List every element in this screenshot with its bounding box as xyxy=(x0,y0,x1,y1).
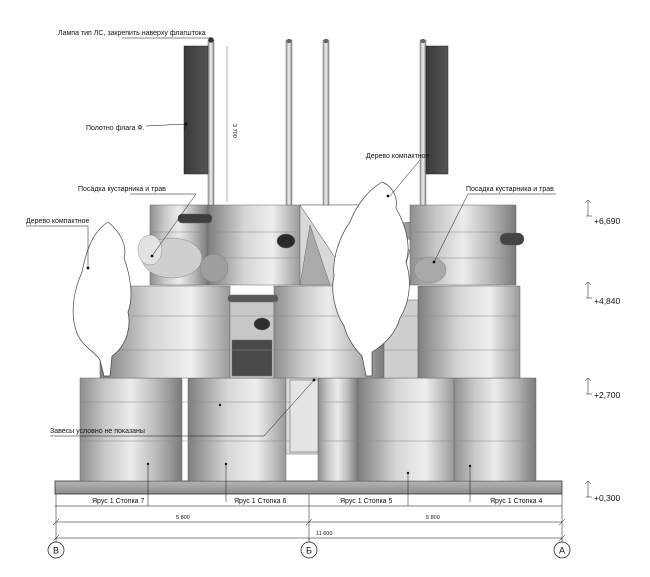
annotation-tree-compact-center: Дерево компактное xyxy=(366,153,430,160)
axis-bubble-a xyxy=(553,541,571,559)
stack-label-7: Ярус 1 Стопка 7 xyxy=(92,498,144,505)
annotation-lamp: Лампа тип ЛС, закрепить наверху флагшток… xyxy=(58,30,206,37)
flag-height-dim: 3 700 xyxy=(231,124,237,138)
axis-label-v: В xyxy=(53,546,59,556)
axis-bubble-b xyxy=(300,541,318,559)
level-2700: +2,700 xyxy=(594,390,621,400)
level-0300: +0,300 xyxy=(594,493,621,503)
tree-center xyxy=(332,181,410,377)
annotation-shrubs-left: Посадка кустарника и трав xyxy=(78,186,166,193)
dim-right-span: 5 800 xyxy=(426,515,440,521)
flag-poles xyxy=(207,37,427,206)
annotation-tree-compact-left: Дерево компактное xyxy=(26,218,90,225)
tier-2 xyxy=(99,285,521,379)
tree-left xyxy=(72,221,132,377)
annotation-curtains: Завесы условно не показаны xyxy=(50,428,145,435)
axis-label-a: А xyxy=(559,546,565,556)
flag-right xyxy=(425,45,449,175)
stack-label-4: Ярус 1 Стопка 4 xyxy=(490,498,542,505)
level-4840: +4,840 xyxy=(594,296,621,306)
dim-total-span: 11 600 xyxy=(316,531,332,537)
leader-lines xyxy=(26,37,556,437)
base-slab xyxy=(54,480,563,495)
dim-left-span: 5 800 xyxy=(176,515,190,521)
axis-bubble-v xyxy=(47,541,65,559)
flag-left xyxy=(183,45,209,175)
tier-1 xyxy=(79,377,537,482)
annotation-flag-cloth: Полотно флага Ф. xyxy=(86,125,145,132)
stack-label-5: Ярус 1 Стопка 5 xyxy=(340,498,392,505)
level-6690: +6,690 xyxy=(594,216,621,226)
level-marks xyxy=(584,199,592,498)
axis-label-b: Б xyxy=(306,546,312,556)
annotation-shrubs-right: Посадка кустарника и трав xyxy=(466,186,554,193)
shrubs xyxy=(137,234,447,284)
axis-lines xyxy=(55,538,563,542)
stack-label-lines xyxy=(55,464,562,507)
stack-label-6: Ярус 1 Стопка 6 xyxy=(234,498,286,505)
